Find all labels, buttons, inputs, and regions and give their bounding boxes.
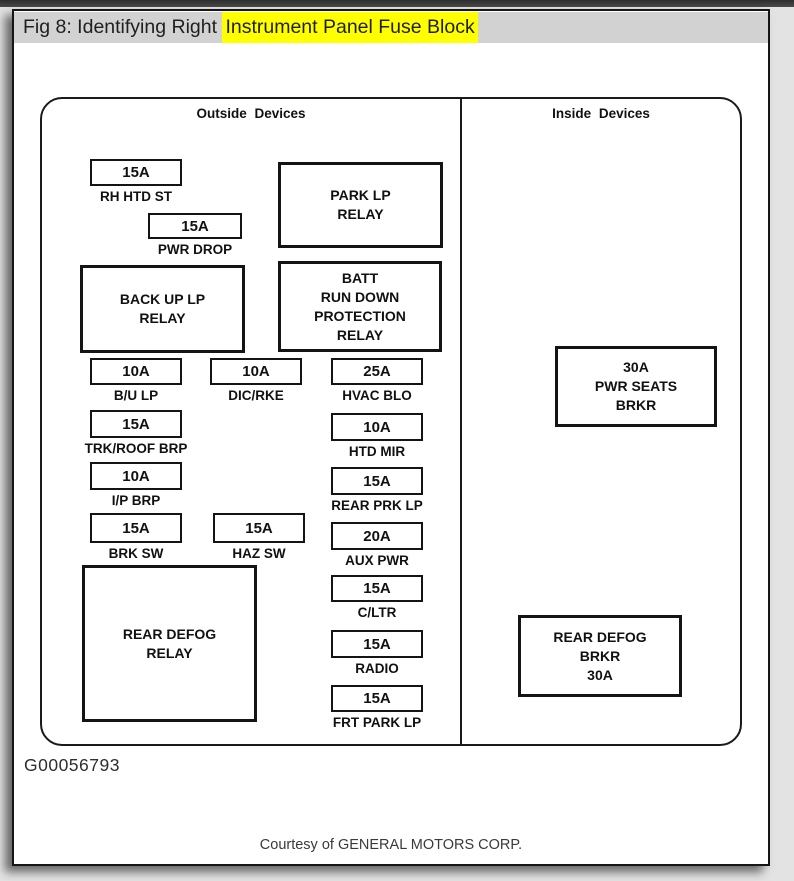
fuse-brk-sw: 15A BRK SW — [90, 513, 182, 561]
fuse-label: I/P BRP — [111, 493, 161, 508]
fuse-label: FRT PARK LP — [332, 715, 422, 730]
fuse-label: REAR PRK LP — [331, 498, 423, 513]
fuse-amp-value: 20A — [331, 522, 423, 550]
document-page: Fig 8: Identifying Right Instrument Pane… — [12, 9, 770, 866]
fuse-label: DIC/RKE — [228, 388, 284, 403]
fuse-amp-value: 15A — [331, 685, 423, 712]
window-chrome-strip — [0, 0, 794, 7]
fuse-amp-value: 10A — [331, 413, 423, 441]
figure-id: G00056793 — [24, 755, 120, 775]
fuse-amp-value: 15A — [90, 410, 182, 438]
section-label-inside-devices: Inside Devices — [552, 106, 650, 121]
fuse-amp-value: 10A — [210, 358, 302, 385]
fuse-label: HAZ SW — [232, 546, 286, 561]
fuse-pwr-drop: 15A PWR DROP — [148, 213, 242, 257]
fuse-label: RH HTD ST — [100, 189, 172, 204]
fuse-amp-value: 15A — [331, 575, 423, 602]
figure-title-bar: Fig 8: Identifying Right Instrument Pane… — [14, 12, 768, 43]
fuse-radio: 15A RADIO — [331, 630, 423, 676]
fuse-c-ltr: 15A C/LTR — [331, 575, 423, 620]
figure-title-text: Fig 8: Identifying Right — [23, 16, 223, 38]
relay-back-up-lp: BACK UP LP RELAY — [80, 265, 245, 353]
fuse-aux-pwr: 20A AUX PWR — [331, 522, 423, 568]
section-label-outside-devices: Outside Devices — [196, 106, 306, 121]
figure-title-highlight: Instrument Panel Fuse Block — [222, 12, 478, 43]
fuse-dic-rke: 10A DIC/RKE — [210, 358, 302, 403]
fuse-htd-mir: 10A HTD MIR — [331, 413, 423, 459]
fuse-amp-value: 15A — [90, 513, 182, 543]
fuse-amp-value: 10A — [90, 462, 182, 490]
fuse-label: C/LTR — [357, 605, 397, 620]
fuse-label: BRK SW — [108, 546, 164, 561]
fuse-trk-roof-brp: 15A TRK/ROOF BRP — [85, 410, 187, 456]
fuse-frt-park-lp: 15A FRT PARK LP — [331, 685, 423, 730]
fuse-hvac-blo: 25A HVAC BLO — [331, 358, 423, 403]
fuse-rh-htd-st: 15A RH HTD ST — [90, 159, 182, 204]
fuse-label: B/U LP — [113, 388, 159, 403]
fuse-label: HTD MIR — [348, 444, 406, 459]
breaker-pwr-seats: 30A PWR SEATS BRKR — [555, 346, 717, 427]
fuse-amp-value: 15A — [148, 213, 242, 239]
fuse-rear-prk-lp: 15A REAR PRK LP — [331, 467, 423, 513]
fuse-haz-sw: 15A HAZ SW — [213, 513, 305, 561]
fuse-bu-lp: 10A B/U LP — [90, 358, 182, 403]
fuse-ip-brp: 10A I/P BRP — [90, 462, 182, 508]
courtesy-credit: Courtesy of GENERAL MOTORS CORP. — [259, 837, 523, 853]
relay-rear-defog: REAR DEFOG RELAY — [82, 565, 257, 722]
fuse-label: RADIO — [355, 661, 399, 676]
fuse-amp-value: 15A — [213, 513, 305, 543]
fuse-amp-value: 10A — [90, 358, 182, 385]
fuse-label: HVAC BLO — [342, 388, 412, 403]
relay-batt-run-down-protection: BATT RUN DOWN PROTECTION RELAY — [278, 261, 442, 352]
section-divider-line — [460, 99, 462, 744]
fuse-block-diagram: Outside Devices Inside Devices PARK LP R… — [40, 97, 742, 746]
fuse-amp-value: 15A — [331, 630, 423, 658]
fuse-label: TRK/ROOF BRP — [84, 441, 188, 456]
fuse-label: AUX PWR — [345, 553, 409, 568]
fuse-label: PWR DROP — [157, 242, 233, 257]
fuse-amp-value: 15A — [90, 159, 182, 186]
breaker-rear-defog: REAR DEFOG BRKR 30A — [518, 615, 682, 697]
fuse-amp-value: 25A — [331, 358, 423, 385]
fuse-amp-value: 15A — [331, 467, 423, 495]
relay-park-lp: PARK LP RELAY — [278, 162, 443, 248]
